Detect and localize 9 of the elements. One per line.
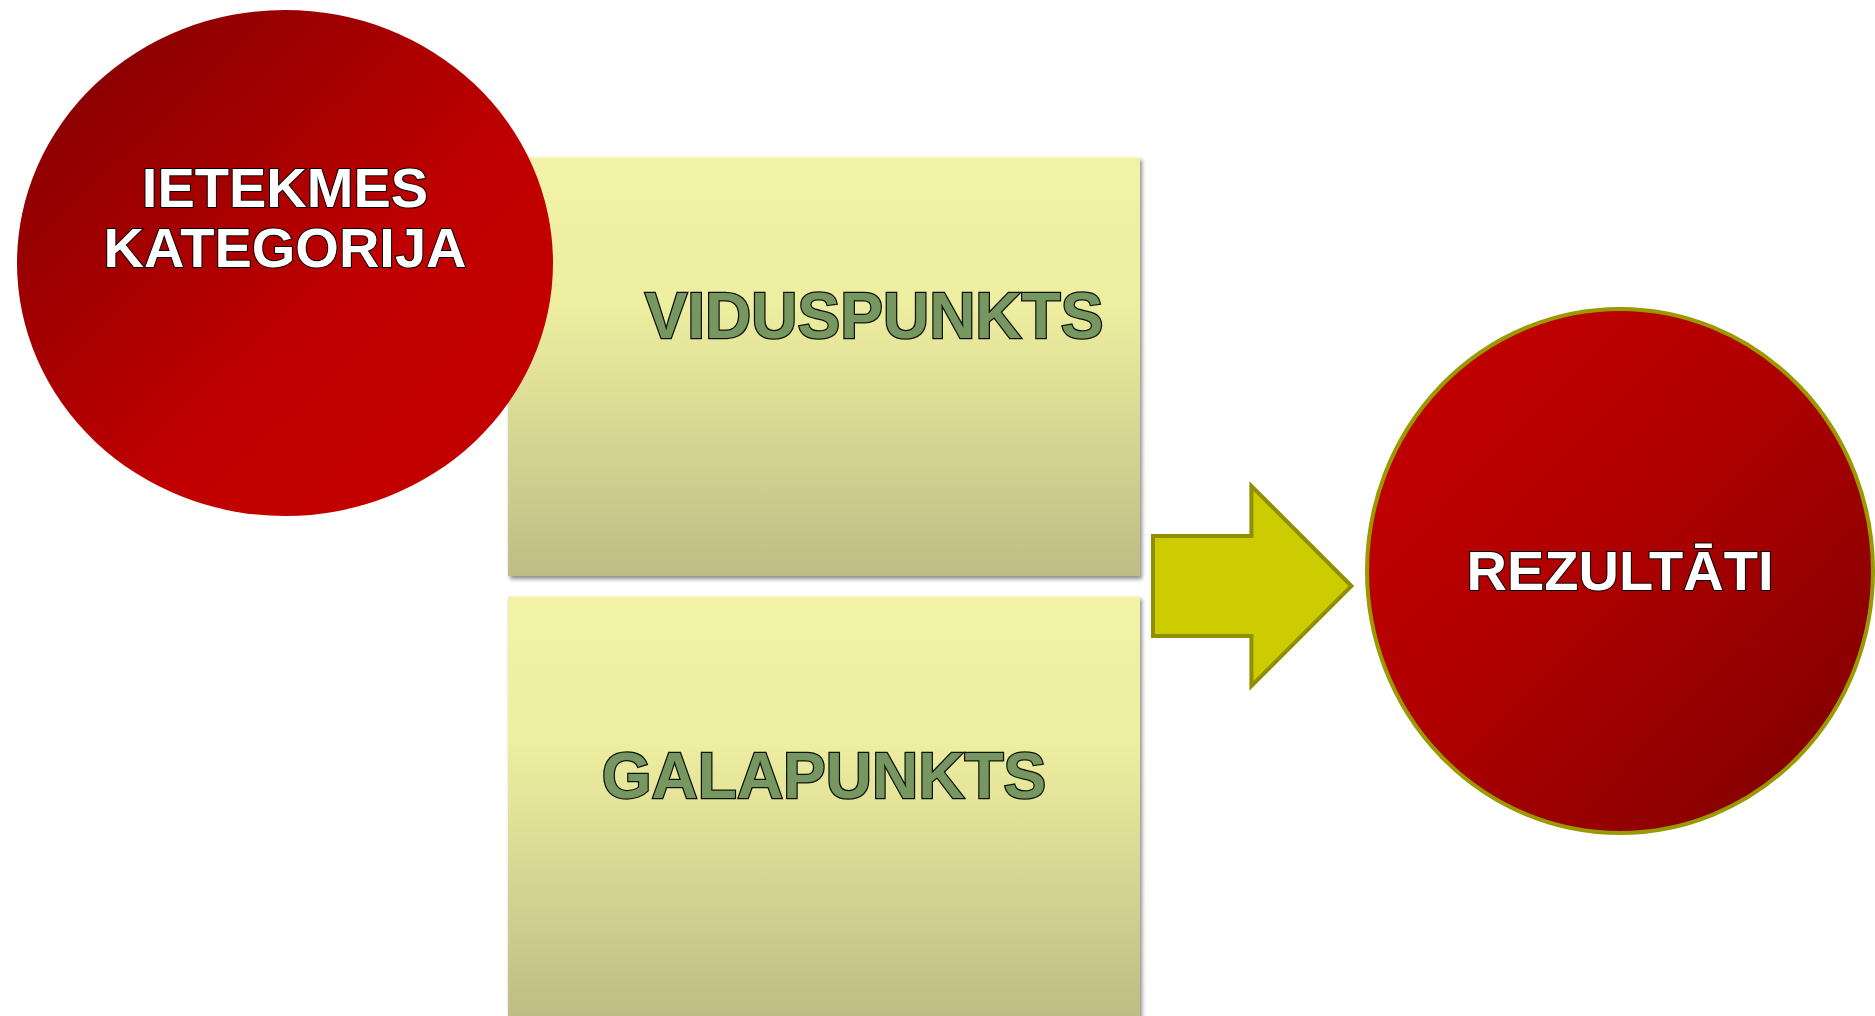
block-arrow: [1151, 481, 1355, 691]
circle-node: [1365, 307, 1875, 835]
circle-node: [15, 8, 555, 518]
node-label: REZULTĀTI: [1466, 540, 1774, 602]
node-label: GALAPUNKTS: [601, 741, 1047, 812]
rectangle-node: [508, 596, 1140, 1016]
node-label: IETEKMES KATEGORIJA: [102, 157, 468, 279]
node-label: VIDUSPUNKTS: [644, 282, 1104, 352]
rectangle-node: [508, 157, 1140, 576]
